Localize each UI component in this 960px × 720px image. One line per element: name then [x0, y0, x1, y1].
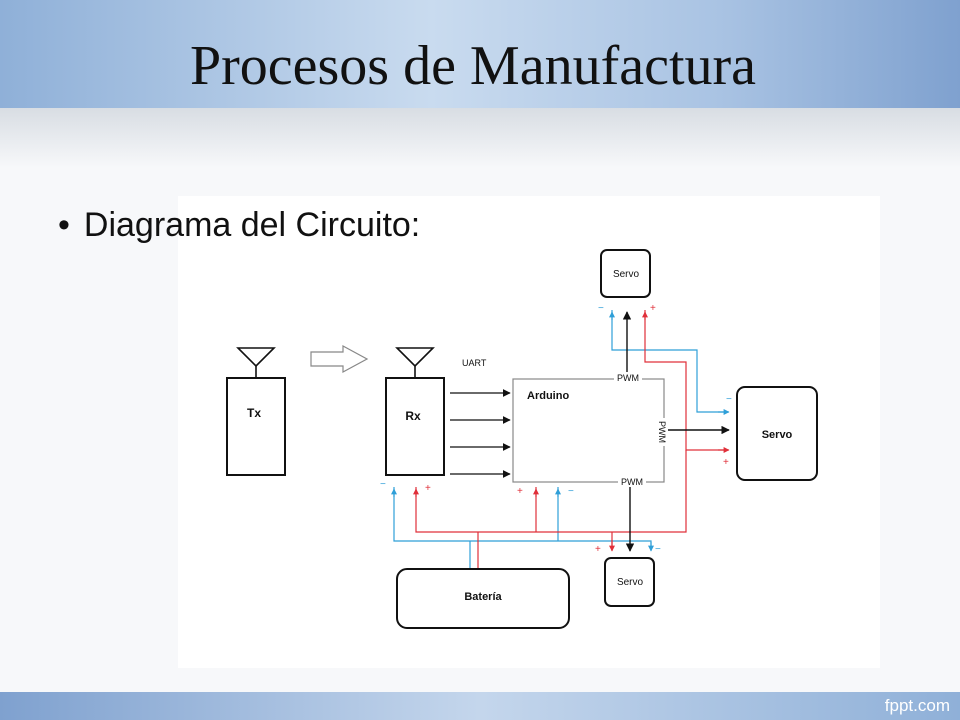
polarity-plus-sign: + [595, 544, 601, 555]
polarity-minus-sign: − [568, 486, 574, 497]
battery: Batería [396, 568, 570, 629]
pwm-right-label: PWM [657, 421, 667, 443]
polarity-minus-sign: − [598, 303, 604, 314]
polarity-plus-sign: + [650, 303, 656, 314]
bullet-text: Diagrama del Circuito: [83, 206, 421, 244]
footer-bar: fppt.com [0, 692, 960, 720]
uart-label: UART [462, 358, 487, 368]
rx-box [385, 377, 445, 476]
servo-top-box [600, 249, 651, 298]
rx-module: Rx [385, 347, 445, 476]
pwm-bottom-label: PWM [621, 477, 643, 487]
servo-bottom: Servo [604, 557, 655, 607]
title-banner [0, 0, 960, 108]
arduino-label: Arduino [527, 390, 569, 402]
servo-bottom-label: Servo [617, 577, 644, 588]
arduino-module: Arduino [512, 378, 665, 483]
pwm-wires [622, 311, 730, 552]
battery-label: Batería [464, 591, 502, 603]
tx-module: Tx [226, 347, 286, 476]
servo-right-box [736, 386, 818, 481]
servo-right: Servo [736, 386, 818, 481]
polarity-minus-sign: − [380, 479, 386, 490]
tx-label: Tx [247, 406, 261, 420]
bullet-item: • Diagrama del Circuito: [58, 206, 421, 244]
slide-title: Procesos de Manufactura [189, 35, 756, 97]
servo-top: Servo [600, 249, 651, 298]
battery-box [396, 568, 570, 629]
uart-signal-lines [450, 389, 511, 478]
arduino-box [512, 378, 665, 483]
polarity-plus-sign: + [723, 457, 729, 468]
negative-wires [391, 310, 730, 571]
footer-logo: fppt.com [884, 696, 950, 715]
title-banner-shadow [0, 108, 960, 168]
pwm-top-label: PWM [617, 373, 639, 383]
positive-wires [413, 310, 730, 571]
servo-right-label: Servo [762, 429, 793, 441]
rx-antenna-icon [395, 347, 435, 368]
servo-top-label: Servo [613, 269, 640, 280]
servo-bottom-box [604, 557, 655, 607]
rx-label: Rx [405, 409, 421, 423]
polarity-minus-sign: − [726, 394, 732, 405]
bullet-dot-icon: • [58, 206, 70, 244]
polarity-plus-sign: + [425, 483, 431, 494]
tx-box [226, 377, 286, 476]
polarity-plus-sign: + [517, 486, 523, 497]
wireless-link-arrow-icon [310, 344, 369, 374]
tx-antenna-icon [236, 347, 276, 368]
polarity-minus-sign: − [655, 544, 661, 555]
